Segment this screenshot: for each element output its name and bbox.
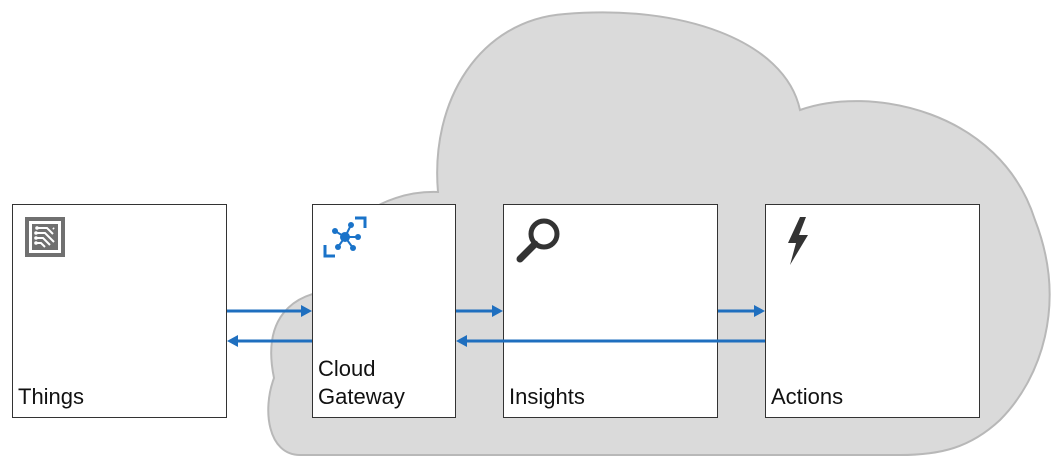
lightning-bolt-icon bbox=[776, 215, 820, 265]
magnifier-icon bbox=[514, 215, 560, 263]
cloud-gateway-node: Cloud Gateway bbox=[312, 204, 456, 418]
actions-node: Actions bbox=[765, 204, 980, 418]
things-node: Things bbox=[12, 204, 227, 418]
node-label-insights: Insights bbox=[509, 384, 585, 409]
node-label-things: Things bbox=[18, 384, 85, 409]
node-label-actions: Actions bbox=[771, 384, 844, 409]
iot-hub-icon bbox=[323, 215, 367, 259]
circuit-board-icon bbox=[23, 215, 67, 259]
node-label-cloud-gateway: Cloud Gateway bbox=[318, 356, 405, 409]
insights-node: Insights bbox=[503, 204, 718, 418]
